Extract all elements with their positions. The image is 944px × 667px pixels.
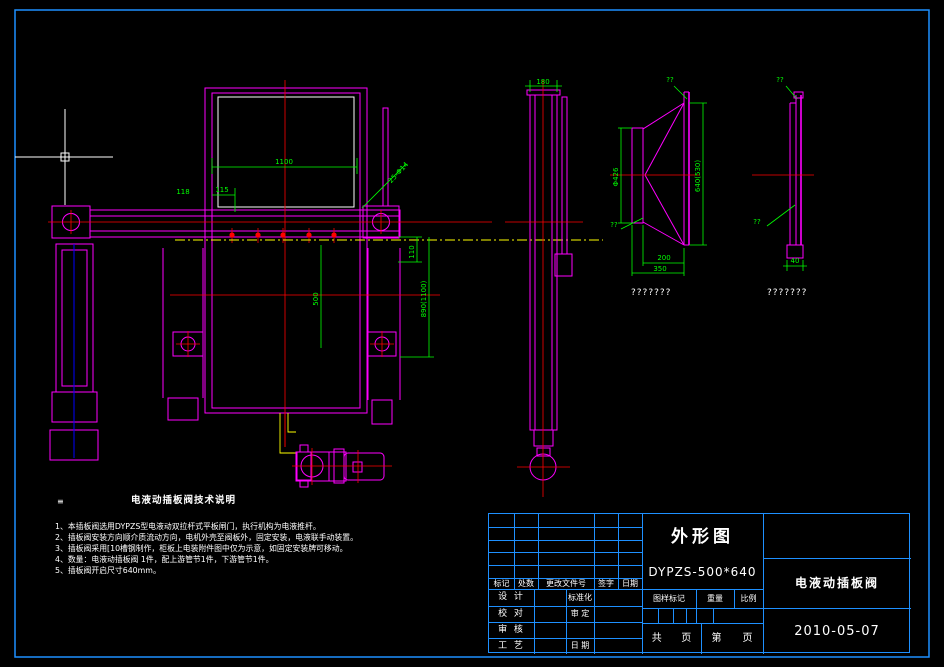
rev-header-count: 处数 bbox=[518, 578, 534, 588]
titleblock-grid-line bbox=[489, 638, 642, 639]
note-item: 3、插板阀采用[10槽钢制作，柜板上电装附件图中仅为示意，如固定安装牌可移动。 bbox=[55, 543, 348, 553]
role-audit: 审 核 bbox=[498, 624, 525, 635]
title-block: 标记 处数 更改文件号 签字 日期 设 计 校 对 审 核 工 艺 标准化 审 … bbox=[488, 513, 911, 654]
dim-funnel-diameter: Φ426 bbox=[612, 167, 620, 186]
product-name: 电液动插板阀 bbox=[794, 576, 879, 590]
titleblock-grid-line bbox=[642, 608, 911, 609]
role-proof: 校 对 bbox=[498, 608, 525, 619]
titleblock-grid-line bbox=[514, 514, 515, 589]
drawing-title: 外形图 bbox=[671, 527, 734, 547]
titleblock-grid-line bbox=[566, 589, 567, 654]
funnel-leader-top: ?? bbox=[666, 76, 674, 84]
pickbox bbox=[60, 152, 70, 162]
titleblock-grid-line bbox=[534, 589, 535, 654]
titleblock-grid-line bbox=[489, 527, 642, 528]
role-design: 设 计 bbox=[498, 592, 525, 602]
plate-leader-top: ?? bbox=[776, 76, 784, 84]
titleblock-grid-line bbox=[713, 608, 714, 623]
rev-header-mark: 标记 bbox=[493, 578, 510, 588]
stamp-scale-label: 比例 bbox=[740, 593, 757, 603]
titleblock-grid-line bbox=[642, 623, 763, 624]
rev-header-docno: 更改文件号 bbox=[546, 578, 586, 588]
titleblock-grid-line bbox=[734, 589, 735, 608]
titleblock-grid-line bbox=[489, 578, 642, 579]
label-sheet: 第 bbox=[711, 632, 722, 644]
pages-sheet-cell: 第 页 bbox=[701, 623, 763, 654]
dim-opening: 500 bbox=[312, 292, 320, 305]
note-item: 5、插板阀开启尺寸640mm。 bbox=[55, 565, 161, 575]
front-view: 1100 115 118 25-Φ14 110 890(1100) 500 bbox=[48, 80, 603, 488]
dim-width-top: 1100 bbox=[275, 158, 293, 166]
plate-caption: ??????? bbox=[767, 288, 807, 298]
gate-plate bbox=[217, 96, 355, 208]
stamp-mark-label: 图样标记 bbox=[653, 593, 685, 603]
titleblock-grid-line bbox=[673, 608, 674, 623]
rev-header-sign: 签字 bbox=[598, 578, 614, 588]
titleblock-grid-line bbox=[538, 514, 539, 589]
funnel-leader-bottom: ?? bbox=[610, 221, 618, 229]
plate-view: ?? ?? 40 ??????? bbox=[752, 76, 814, 298]
titleblock-grid-line bbox=[696, 589, 697, 623]
titleblock-grid-line bbox=[594, 514, 595, 589]
plate-leader-bottom: ?? bbox=[753, 218, 761, 226]
notes-title: 电液动插板阀技术说明 bbox=[131, 495, 237, 506]
titleblock-grid-line bbox=[642, 514, 643, 654]
titleblock-grid-line bbox=[686, 608, 687, 623]
note-item: 4、数量：电液动插板阀 1件，配上游管节1件，下游管节1件。 bbox=[55, 554, 274, 564]
dim-hole-callout: 25-Φ14 bbox=[387, 160, 411, 185]
titleblock-grid-line bbox=[489, 565, 642, 566]
funnel-caption: ??????? bbox=[631, 288, 671, 298]
role-craft: 工 艺 bbox=[498, 640, 525, 651]
titleblock-grid-line bbox=[489, 622, 642, 623]
titleblock-grid-line bbox=[618, 514, 619, 589]
role-standard: 标准化 bbox=[568, 592, 592, 602]
funnel-view: Φ426 640(530) 200 350 ?? ?? ??????? bbox=[610, 76, 707, 298]
dim-funnel-height: 640(530) bbox=[694, 160, 702, 192]
note-weld-mark: ≡ bbox=[57, 497, 64, 506]
label-page2: 页 bbox=[742, 632, 753, 644]
titleblock-grid-line bbox=[701, 623, 702, 654]
dim-side-width: 180 bbox=[536, 78, 549, 86]
stamp-weight-label: 重量 bbox=[707, 593, 723, 603]
dim-gate-height: 890(1100) bbox=[420, 280, 428, 317]
pages-total-cell: 共 页 bbox=[642, 623, 701, 654]
titleblock-grid-line bbox=[594, 589, 595, 654]
dim-plate-thickness: 40 bbox=[791, 257, 800, 265]
note-item: 2、插板阀安装方向顺介质流动方向，电机外壳至阀板外，固定安装，电液联手动装置。 bbox=[55, 532, 358, 542]
titleblock-grid-line bbox=[489, 589, 763, 590]
titleblock-grid-line bbox=[658, 608, 659, 623]
crosshair-cursor bbox=[15, 109, 113, 205]
screw-rod bbox=[382, 107, 389, 207]
dim-left-small: 118 bbox=[176, 188, 189, 196]
bolt-holes bbox=[229, 228, 337, 243]
titleblock-grid-line bbox=[763, 514, 764, 654]
drawing-model: DYPZS-500*640 bbox=[648, 565, 757, 579]
titleblock-grid-line bbox=[489, 606, 642, 607]
note-item: 1、本插板阀选用DYPZS型电液动双拉杆式平板闸门，执行机构为电液推杆。 bbox=[55, 521, 321, 531]
label-page: 页 bbox=[681, 632, 692, 644]
front-dimensions bbox=[211, 158, 434, 358]
dim-offset: 115 bbox=[215, 186, 228, 194]
titleblock-grid-line bbox=[489, 540, 642, 541]
side-view: 180 bbox=[505, 78, 583, 497]
role-approve: 审 定 bbox=[570, 609, 590, 618]
role-date: 日 期 bbox=[570, 641, 590, 650]
titleblock-grid-line bbox=[489, 552, 642, 553]
label-total: 共 bbox=[651, 632, 662, 644]
rev-header-date: 日期 bbox=[622, 578, 638, 588]
drawing-date: 2010-05-07 bbox=[794, 623, 880, 639]
dim-beam-height: 110 bbox=[408, 245, 416, 258]
dim-funnel-depth: 200 bbox=[657, 254, 670, 262]
sheet-border bbox=[14, 9, 930, 658]
titleblock-grid-line bbox=[763, 558, 911, 559]
dim-funnel-depth-total: 350 bbox=[653, 265, 666, 273]
